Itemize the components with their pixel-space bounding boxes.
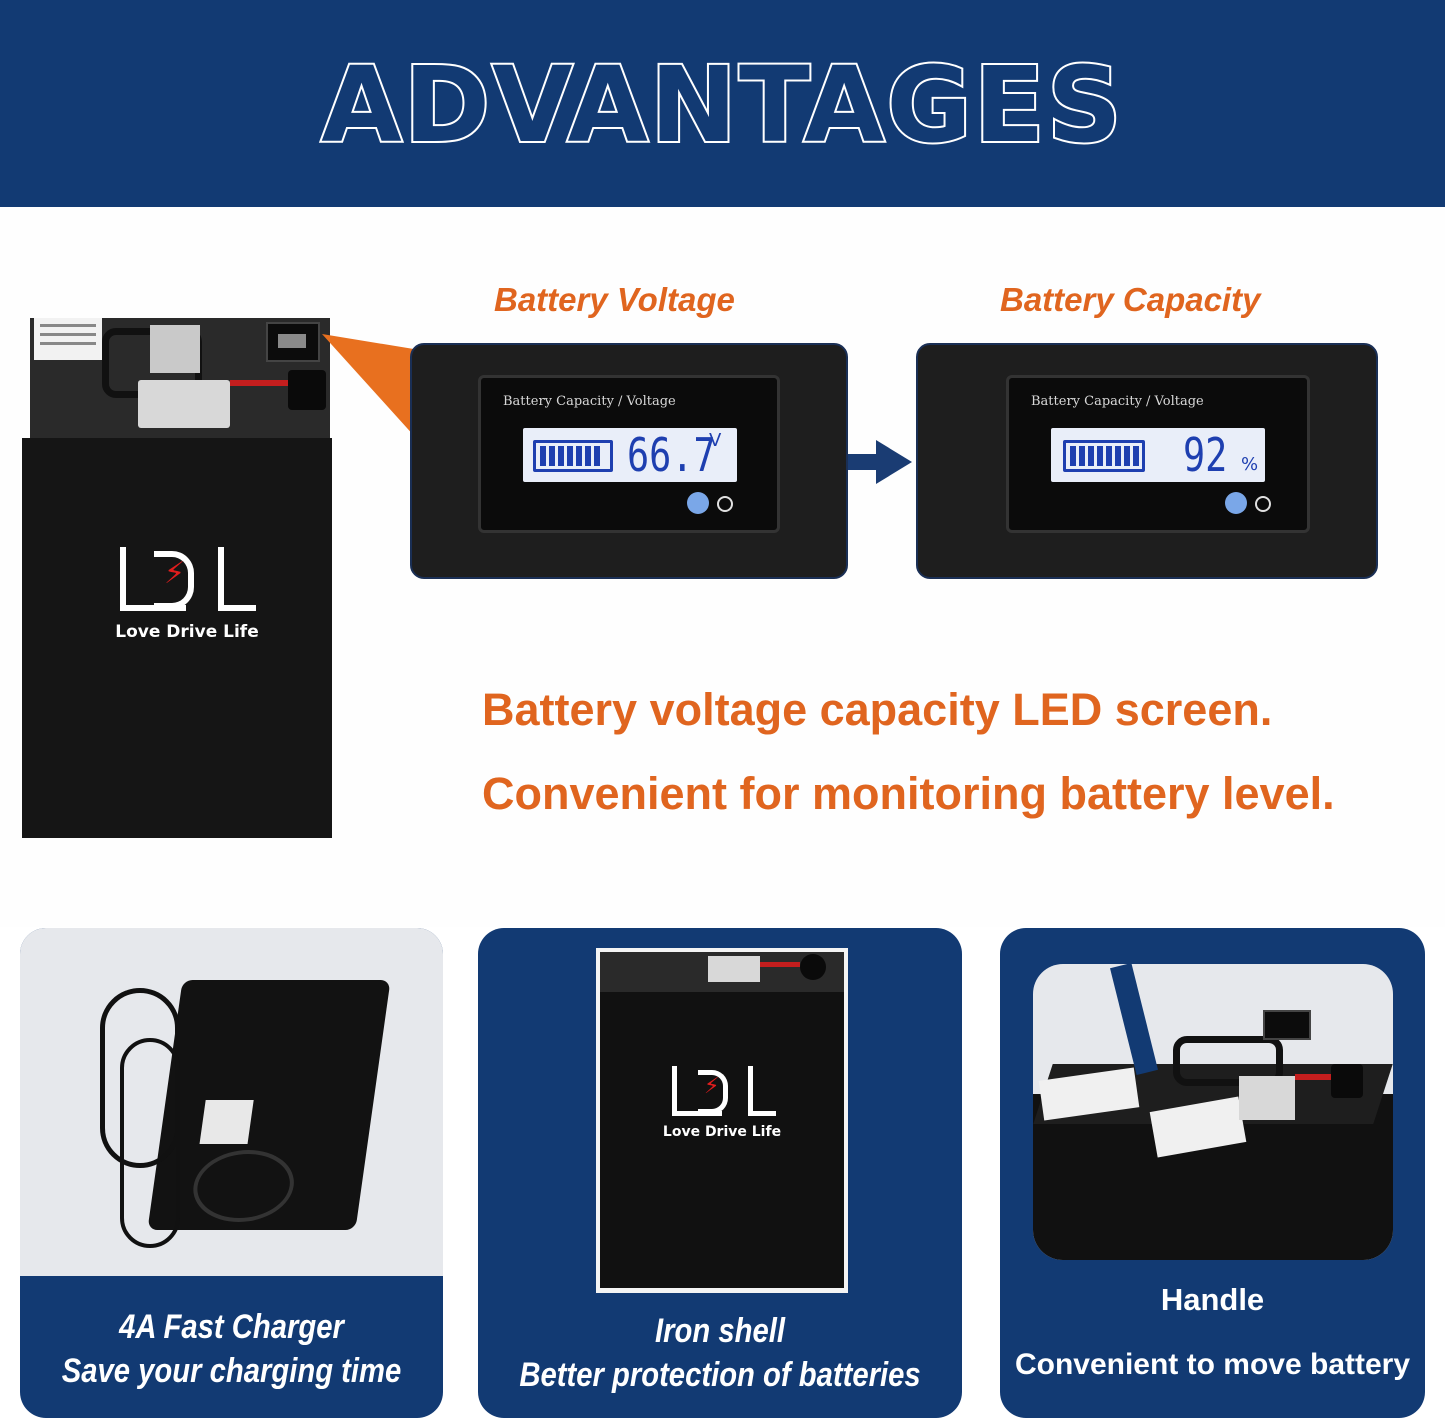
lightning-bolt-icon: ⚡ — [164, 556, 186, 591]
lightning-bolt-icon: ⚡ — [704, 1074, 720, 1099]
voltage-display-frame: Battery Capacity / Voltage 66.7 V — [478, 375, 780, 533]
charger-image — [147, 980, 391, 1230]
red-cable — [230, 380, 292, 386]
card-subtitle: Better protection of batteries — [519, 1356, 921, 1394]
brand-name: Love Drive Life — [115, 622, 259, 642]
card-title: Iron shell — [655, 1312, 785, 1350]
voltage-unit: V — [709, 430, 722, 451]
charger-cable — [120, 1038, 180, 1248]
handle-hinge — [150, 325, 200, 373]
voltage-battery-gauge — [533, 440, 613, 472]
capacity-display-frame: Battery Capacity / Voltage 92 % — [1006, 375, 1310, 533]
display-button-blue — [687, 492, 709, 514]
card-title: 4A Fast Charger — [119, 1308, 344, 1346]
power-connector — [1239, 1076, 1295, 1120]
pointer-strap — [1110, 964, 1158, 1076]
capacity-unit: % — [1241, 454, 1259, 475]
page-title: ADVANTAGES — [319, 42, 1124, 168]
capacity-lcd: 92 % — [1051, 428, 1265, 482]
display-indicator-ring — [717, 496, 733, 512]
capacity-heading: Battery Capacity — [1000, 281, 1261, 318]
card-subtitle: Convenient to move battery — [1014, 1348, 1411, 1381]
voltage-value: 66.7 — [627, 428, 716, 482]
display-button-blue — [1225, 492, 1247, 514]
voltage-heading: Battery Voltage — [494, 281, 735, 318]
card-fast-charger: 4A Fast Charger Save your charging time — [20, 928, 443, 1418]
handle-image-area — [1033, 964, 1393, 1260]
voltage-display-caption: Battery Capacity / Voltage — [503, 394, 676, 409]
battery-handle — [1173, 1036, 1283, 1086]
cable-gland — [288, 370, 326, 410]
card-subtitle: Save your charging time — [61, 1352, 402, 1390]
capacity-value: 92 — [1183, 428, 1228, 482]
battery-mini-screen — [1263, 1010, 1311, 1040]
description-line-1: Battery voltage capacity LED screen. — [482, 684, 1273, 735]
brand-name: Love Drive Life — [662, 1124, 782, 1140]
red-cable — [760, 962, 800, 967]
card-iron-shell: ⚡ Love Drive Life Iron shell Better prot… — [478, 928, 962, 1418]
voltage-lcd: 66.7 V — [523, 428, 737, 482]
power-connector — [708, 956, 760, 982]
description-line-2: Convenient for monitoring battery level. — [482, 768, 1335, 819]
voltage-display-panel: Battery Capacity / Voltage 66.7 V — [410, 343, 848, 579]
brand-logo: ⚡ — [118, 545, 258, 615]
battery-label-sticker — [34, 318, 102, 360]
iron-shell-battery-body — [600, 988, 844, 1288]
capacity-display-caption: Battery Capacity / Voltage — [1031, 394, 1204, 409]
card-handle: Handle Convenient to move battery — [1000, 928, 1425, 1418]
header-banner: ADVANTAGES — [0, 0, 1445, 207]
battery-mini-screen — [266, 322, 320, 362]
arrow-right-icon — [848, 440, 912, 484]
red-cable — [1295, 1074, 1335, 1080]
capacity-battery-gauge — [1063, 440, 1145, 472]
power-connector — [138, 380, 230, 428]
display-indicator-ring — [1255, 496, 1271, 512]
cable-gland — [1331, 1064, 1363, 1098]
pointer-triangle — [322, 334, 432, 438]
cable-gland — [800, 954, 826, 980]
card-title: Handle — [1160, 1282, 1265, 1317]
capacity-display-panel: Battery Capacity / Voltage 92 % — [916, 343, 1378, 579]
battery-body — [22, 438, 332, 838]
brand-logo: ⚡ — [670, 1066, 780, 1118]
